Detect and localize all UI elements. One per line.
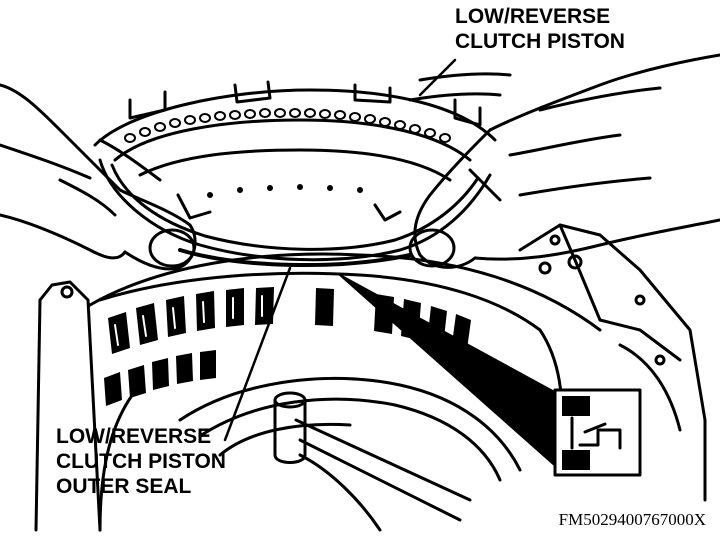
seal-detail-inset-icon xyxy=(562,396,622,470)
label-low-reverse-clutch-piston: LOW/REVERSE CLUTCH PISTON xyxy=(455,4,625,54)
left-hand xyxy=(0,83,197,271)
label-bottom-line2: CLUTCH PISTON xyxy=(56,450,226,473)
leader-bottom xyxy=(223,266,292,442)
figure-code: FM5029400767000X xyxy=(558,510,706,529)
label-bottom-line3: OUTER SEAL xyxy=(56,475,192,498)
label-low-reverse-clutch-piston-outer-seal: LOW/REVERSE CLUTCH PISTON OUTER SEAL xyxy=(56,424,226,499)
label-top-line2: CLUTCH PISTON xyxy=(455,30,625,53)
right-hand xyxy=(408,53,720,269)
leader-top xyxy=(418,58,457,97)
label-top-line1: LOW/REVERSE xyxy=(455,5,611,28)
clutch-piston xyxy=(93,80,497,268)
label-bottom-line1: LOW/REVERSE xyxy=(56,425,212,448)
transmission-case xyxy=(34,223,707,532)
leader-lines xyxy=(223,58,457,442)
zoom-wedge xyxy=(339,274,561,471)
seal-detail-callout xyxy=(339,274,642,477)
